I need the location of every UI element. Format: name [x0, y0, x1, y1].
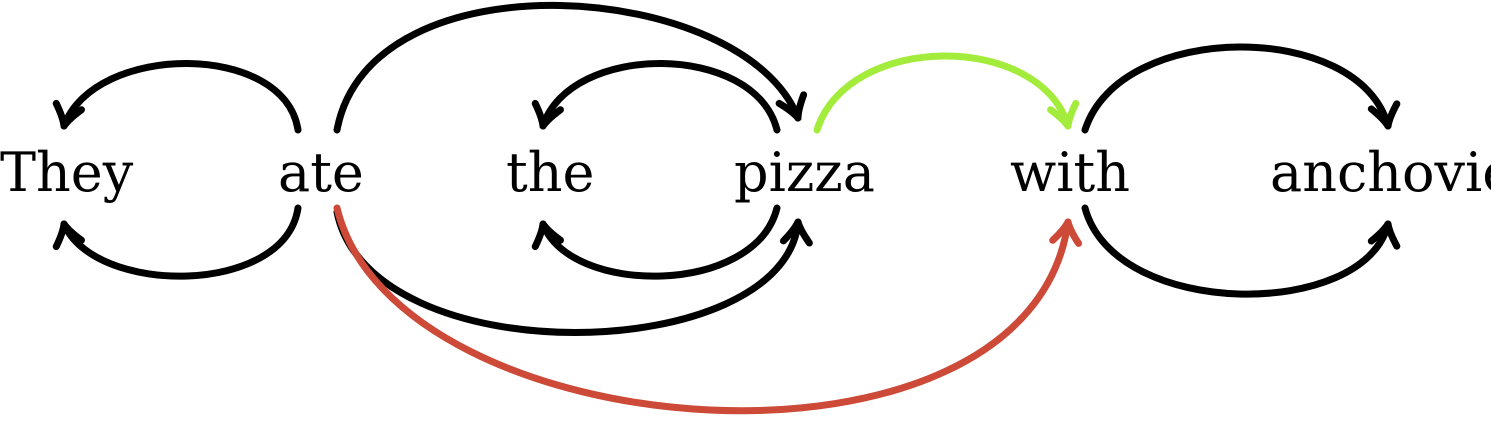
arrowhead-ate-pizza-below: [779, 218, 813, 247]
arcs-layer: [52, 1, 1401, 415]
arc-line-with-anchovies-above: [1081, 43, 1392, 134]
words-layer: They ate the pizza with anchovies: [0, 141, 1491, 204]
word-they: They: [0, 141, 134, 204]
arrowhead-pizza-the-below: [531, 220, 564, 251]
arc-ate-they-below: [52, 204, 302, 280]
word-the: the: [506, 141, 594, 204]
arrowhead-with-anchovies-below: [1367, 220, 1401, 250]
word-pizza: pizza: [734, 141, 875, 204]
arc-pizza-the-above: [531, 60, 781, 134]
arrowhead-ate-pizza-above: [775, 91, 808, 122]
arc-line-pizza-the-above: [539, 60, 781, 134]
arrowhead-pizza-with-above: [1047, 99, 1080, 130]
arc-with-anchovies-below: [1081, 204, 1401, 298]
arc-pizza-with-above: [813, 52, 1080, 134]
arrowhead-pizza-the-above: [531, 99, 564, 130]
arrowhead-ate-they-above: [52, 99, 85, 130]
arc-line-pizza-the-below: [539, 204, 781, 280]
arrowhead-ate-they-below: [52, 220, 85, 251]
word-with: with: [1010, 141, 1130, 204]
arc-line-ate-pizza-above: [333, 1, 802, 134]
arrowhead-ate-with-below: [1049, 218, 1083, 247]
arc-line-pizza-with-above: [813, 52, 1072, 134]
arc-line-ate-they-above: [60, 60, 302, 134]
arc-ate-they-above: [52, 60, 302, 134]
arc-line-with-anchovies-below: [1081, 204, 1392, 298]
arc-line-ate-with-below: [333, 204, 1072, 415]
word-ate: ate: [278, 141, 364, 204]
arc-pizza-the-below: [531, 204, 781, 280]
arc-ate-pizza-above: [333, 1, 808, 134]
arc-ate-with-below: [333, 204, 1083, 415]
arc-with-anchovies-above: [1081, 43, 1401, 134]
arc-line-ate-they-below: [60, 204, 302, 280]
arrowhead-with-anchovies-above: [1367, 100, 1401, 130]
word-anchovies: anchovies: [1270, 141, 1491, 204]
